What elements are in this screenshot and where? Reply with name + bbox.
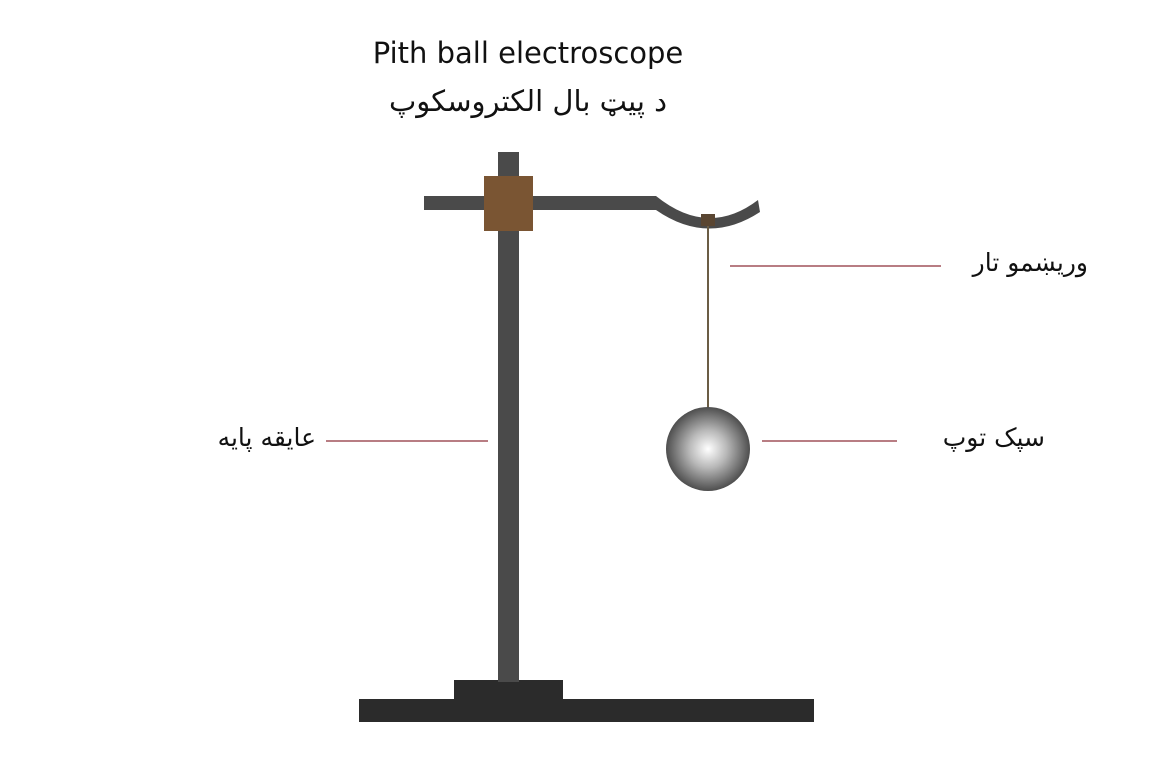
title-pashto: د پيټ بال الکتروسکوپ bbox=[388, 84, 668, 118]
label-insulating-stand: عايقه پايه bbox=[217, 423, 316, 452]
base-plate bbox=[359, 699, 814, 722]
label-light-ball: سپک توپ bbox=[942, 423, 1045, 452]
base-block bbox=[454, 680, 563, 701]
label-silk-thread: وريښمو تار bbox=[972, 248, 1088, 277]
vertical-rod bbox=[498, 152, 519, 682]
title-english: Pith ball electroscope bbox=[372, 36, 684, 70]
pith-ball bbox=[666, 407, 750, 491]
clamp bbox=[484, 176, 533, 231]
thread-knot bbox=[701, 214, 715, 226]
